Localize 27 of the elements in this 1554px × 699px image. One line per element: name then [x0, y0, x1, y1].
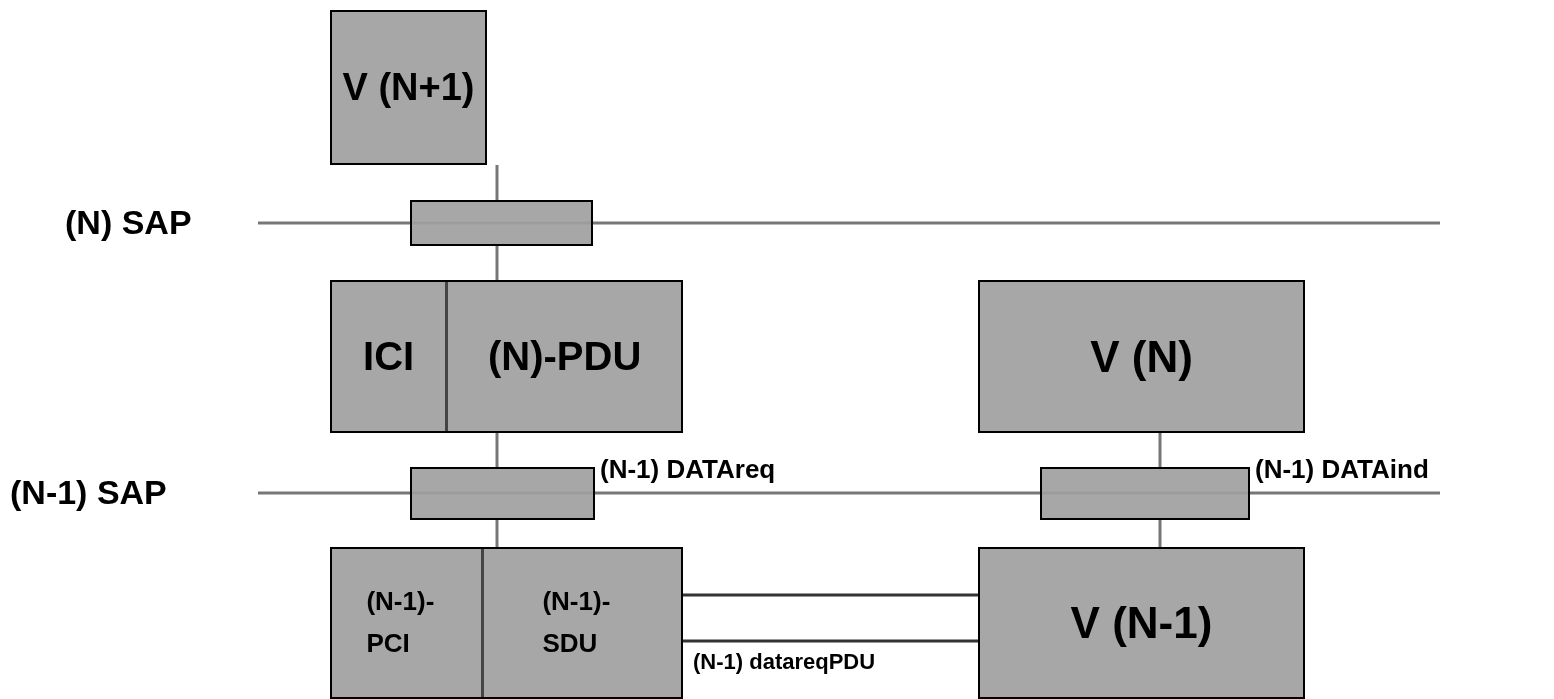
interface-label: (N-1) SAP [10, 473, 167, 512]
layer-box [978, 280, 1305, 433]
connector-line [495, 246, 499, 280]
layer-box [330, 10, 487, 165]
sap-box [1040, 467, 1250, 520]
layer-name: V (N-1) [1070, 598, 1213, 648]
layer-name: (N)-PDU [488, 334, 642, 379]
connector-line [683, 639, 978, 643]
connector-line [495, 433, 499, 467]
layer-name: (N-1)- PCI [366, 585, 436, 660]
connector-line [495, 520, 499, 547]
connector-line [1158, 433, 1162, 467]
primitive-label: (N-1) DATAreq [600, 454, 776, 485]
layer-name: ICI [363, 334, 415, 379]
sap-box [410, 467, 595, 520]
sap-box [410, 200, 593, 246]
layer-name: V (N+1) [342, 66, 475, 109]
connector-line [683, 593, 978, 597]
interface-label: (N) SAP [65, 203, 192, 242]
connector-line [495, 165, 499, 200]
layer-name: (N-1)- SDU [542, 585, 612, 660]
layer-box [978, 547, 1305, 699]
layer-name: V (N) [1090, 331, 1193, 382]
connector-line [1158, 520, 1162, 547]
primitive-label: (N-1) DATAind [1255, 454, 1429, 485]
split-box [330, 280, 683, 433]
split-box [330, 547, 683, 699]
